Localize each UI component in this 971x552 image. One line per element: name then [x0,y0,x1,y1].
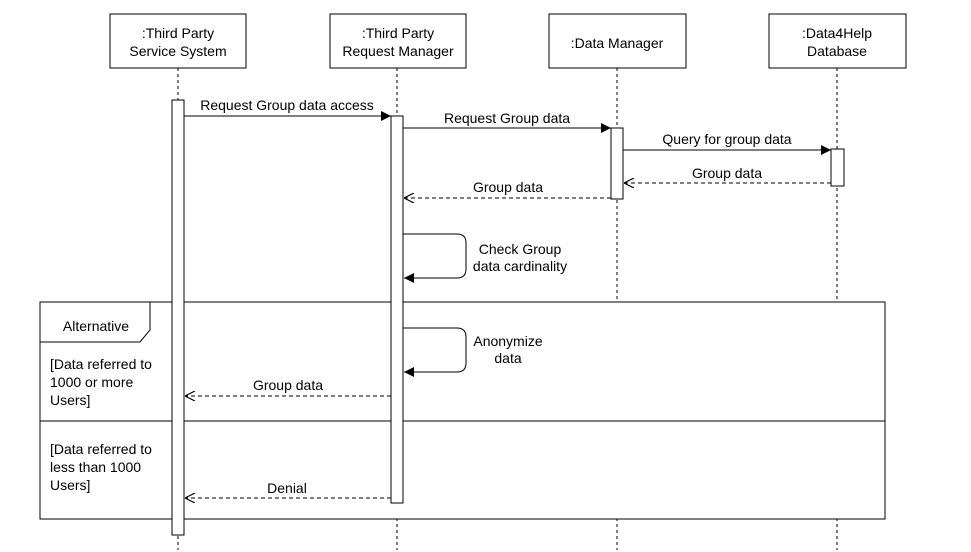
guard-less-than-1000: [Data referred to less than 1000 Users] [50,441,156,493]
svg-text:Check Group: Check Group [479,241,562,257]
svg-text::Third Party: :Third Party [142,25,214,41]
svg-text::Data4Help: :Data4Help [802,25,872,41]
message-query-for-group-data: Query for group data [623,131,831,155]
svg-text:Query for group data: Query for group data [662,131,791,147]
svg-text:Service System: Service System [129,43,226,59]
self-message-anonymize-data: Anonymize data [403,327,543,377]
svg-text:Denial: Denial [267,480,307,496]
return-group-data-from-database: Group data [624,165,831,183]
alternative-fragment: Alternative [Data referred to 1000 or mo… [39,301,886,520]
self-message-check-cardinality: Check Group data cardinality [403,233,567,283]
svg-text:Group data: Group data [473,179,543,195]
svg-text:Request Manager: Request Manager [342,43,454,59]
svg-text:Request Group data access: Request Group data access [200,97,374,113]
return-denial-to-service-system: Denial [185,480,391,498]
svg-text:Group data: Group data [692,165,762,181]
message-request-group-data-access: Request Group data access [184,97,391,121]
guard-1000-or-more: [Data referred to 1000 or more Users] [50,356,156,408]
svg-text:Request Group data: Request Group data [444,110,570,126]
activation-third-party-service-system [171,99,185,536]
participant-data4help-database: :Data4Help Database [768,13,907,69]
svg-text:data cardinality: data cardinality [473,258,567,274]
svg-text::Data Manager: :Data Manager [571,35,664,51]
svg-text:Anonymize: Anonymize [473,333,542,349]
return-group-data-to-service-system: Group data [185,377,391,396]
return-group-data-from-data-manager: Group data [404,179,611,198]
svg-text:Database: Database [807,43,867,59]
participant-third-party-service-system: :Third Party Service System [109,13,247,69]
activation-data-manager [610,127,624,200]
activation-third-party-request-manager [390,115,404,504]
svg-text:data: data [494,350,521,366]
activation-data4help-database [830,148,845,187]
fragment-label: Alternative [63,318,129,334]
participant-data-manager: :Data Manager [548,13,687,69]
participant-third-party-request-manager: :Third Party Request Manager [329,13,467,69]
svg-text::Third Party: :Third Party [362,25,434,41]
message-request-group-data: Request Group data [403,110,611,133]
svg-text:Group data: Group data [253,377,323,393]
